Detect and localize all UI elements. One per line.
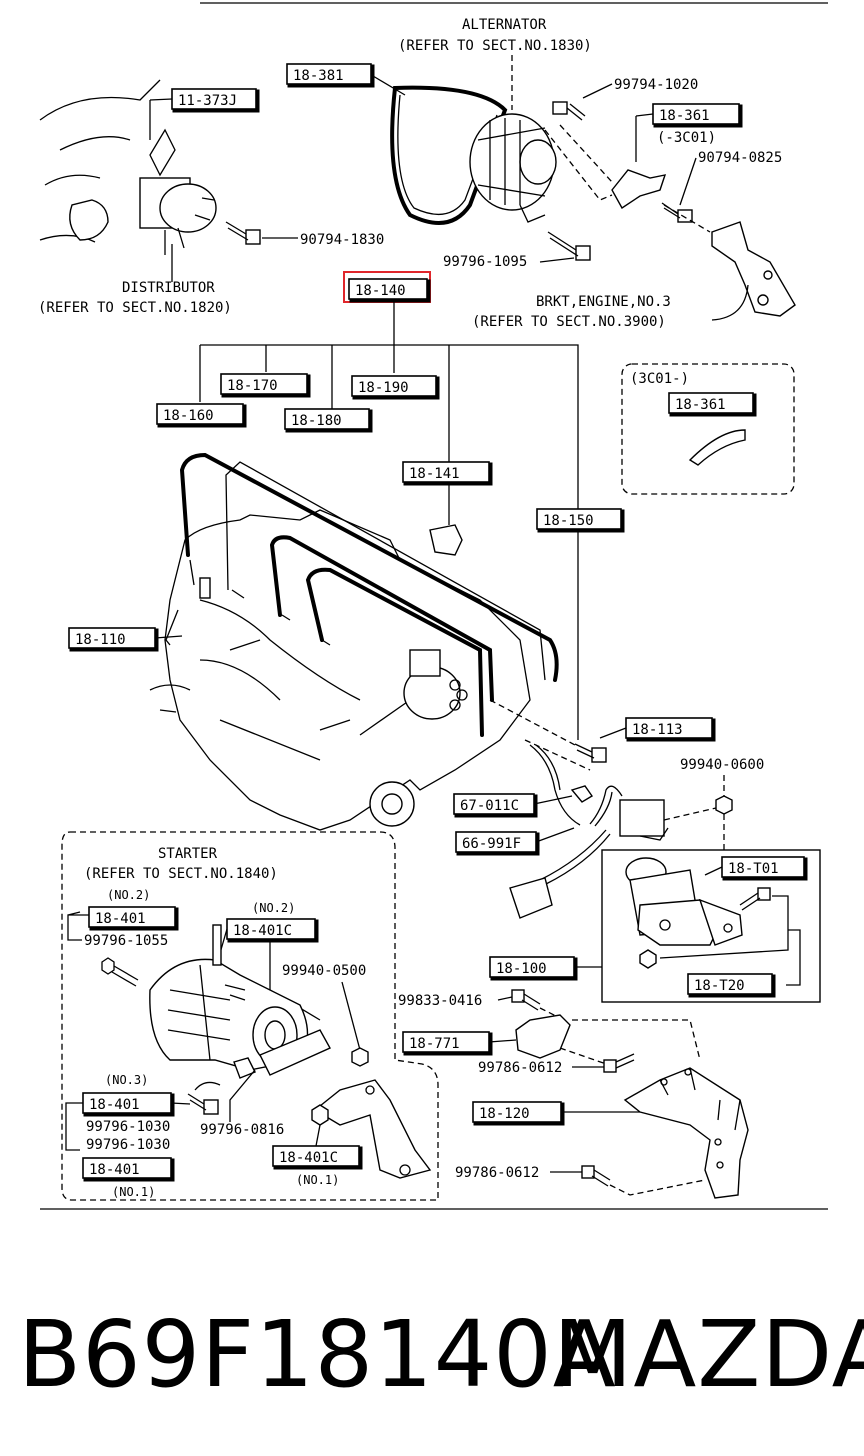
part-number-18-113: 18-113: [632, 722, 683, 738]
bolt-number-90794-1830: 90794-1830: [300, 232, 384, 248]
bolt-number-99796-1055: 99796-1055: [84, 933, 168, 949]
part-label-18-t20[interactable]: [687, 973, 773, 995]
bolt-99786-0612-upper: [603, 1053, 635, 1073]
footer-caption: B69F18140A MAZDA: [18, 1300, 864, 1410]
part-number-18-160: 18-160: [163, 408, 214, 424]
bracket-ref: (REFER TO SECT.NO.3900): [472, 314, 666, 330]
part-number-18-110: 18-110: [75, 632, 126, 648]
part-number-18-100: 18-100: [496, 961, 547, 977]
part-label-18-381[interactable]: [286, 63, 372, 85]
part-number-title: B69F18140A: [18, 1301, 617, 1408]
part-number-18-190: 18-190: [358, 380, 409, 396]
starter-ref: (REFER TO SECT.NO.1840): [84, 866, 278, 882]
part-number-18-141: 18-141: [409, 466, 460, 482]
bolt-99796-1095: [547, 231, 591, 261]
variant-belt-guide: [688, 429, 746, 466]
sensor-harness: [509, 744, 669, 919]
engine-bracket-no3: [711, 221, 796, 317]
nut-99940-0500: [351, 1047, 369, 1067]
distributor-caption: DISTRIBUTOR: [122, 280, 215, 296]
variant-note-minus-3c01: (-3C01): [657, 130, 716, 146]
nut-99940-0600: [715, 795, 733, 815]
ignition-coil-drawing: [625, 857, 743, 946]
bolt-number-99794-1020: 99794-1020: [614, 77, 698, 93]
position-note-no2-right: (NO.2): [252, 901, 295, 915]
part-number-18-401c-no1: 18-401C: [279, 1150, 338, 1166]
sensor-18-771: [515, 1014, 571, 1059]
lead-set-bracket: [200, 344, 579, 510]
bolt-number-99786-0612-upper: 99786-0612: [478, 1060, 562, 1076]
part-number-18-120: 18-120: [479, 1106, 530, 1122]
engine-block-drawing: [149, 509, 531, 831]
starter-motor-drawing: [101, 924, 331, 1122]
part-label-18-141[interactable]: [402, 461, 490, 483]
distributor-ref: (REFER TO SECT.NO.1820): [38, 300, 232, 316]
part-label-18-401-no2[interactable]: [88, 906, 176, 928]
bolt-number-99940-0500: 99940-0500: [282, 963, 366, 979]
bolt-99794-1020: [552, 101, 586, 121]
bolt-number-99796-1095: 99796-1095: [443, 254, 527, 270]
alternator-drawing: [390, 85, 557, 225]
part-number-18-t20: 18-T20: [694, 978, 745, 994]
part-label-18-170[interactable]: [220, 373, 308, 395]
bolt-90794-1830: [225, 221, 261, 245]
ignition-coil-group: [601, 849, 821, 1003]
part-number-66-991f: 66-991F: [462, 836, 521, 852]
bolt-99833-0416: [511, 989, 541, 1011]
ignition-leads: [179, 452, 559, 737]
coil-nut-lower: [639, 949, 657, 969]
coil-bolt-upper: [739, 887, 771, 911]
starter-caption: STARTER: [158, 846, 218, 862]
starter-group-outline: [61, 831, 439, 1201]
position-note-no2-left: (NO.2): [107, 888, 150, 902]
bolt-18-113: [574, 743, 607, 763]
part-number-18-381: 18-381: [293, 68, 344, 84]
brand-name: MAZDA: [553, 1301, 864, 1408]
part-label-18-140[interactable]: [348, 278, 428, 300]
bolt-number-99833-0416: 99833-0416: [398, 993, 482, 1009]
part-number-18-401-no2: 18-401: [95, 911, 146, 927]
position-note-no3: (NO.3): [105, 1073, 148, 1087]
adjuster-bracket: [611, 169, 667, 210]
part-number-18-140: 18-140: [355, 283, 406, 299]
bolt-number-99796-1030-upper: 99796-1030: [86, 1119, 170, 1135]
bolt-number-99940-0600: 99940-0600: [680, 757, 764, 773]
part-label-18-180[interactable]: [284, 408, 370, 430]
part-label-18-150[interactable]: [536, 508, 622, 530]
position-note-no1-left: (NO.1): [112, 1185, 155, 1199]
bolt-number-99786-0612-lower: 99786-0612: [455, 1165, 539, 1181]
part-number-18-771: 18-771: [409, 1036, 460, 1052]
part-number-11-373j: 11-373J: [178, 93, 237, 109]
part-number-18-401-no3: 18-401: [89, 1097, 140, 1113]
variant-box-caption: (3C01-): [630, 371, 689, 387]
part-label-18-160[interactable]: [156, 403, 244, 425]
bolt-number-90794-0825: 90794-0825: [698, 150, 782, 166]
part-number-18-170: 18-170: [227, 378, 278, 394]
part-number-18-401c-no2: 18-401C: [233, 923, 292, 939]
part-number-18-180: 18-180: [291, 413, 342, 429]
bolt-number-99796-1030-lower: 99796-1030: [86, 1137, 170, 1153]
bolt-99786-0612-lower: [581, 1165, 611, 1187]
variant-box-3c01: [621, 363, 795, 495]
part-number-18-361-upper: 18-361: [659, 108, 710, 124]
alternator-caption: ALTERNATOR: [462, 17, 547, 33]
part-number-18-401-no1: 18-401: [89, 1162, 140, 1178]
part-label-18-190[interactable]: [351, 375, 437, 397]
alternator-ref: (REFER TO SECT.NO.1830): [398, 38, 592, 54]
bolt-starter-lower: [187, 1093, 219, 1115]
distributor-drawing: [39, 79, 217, 255]
part-label-18-361-variant[interactable]: [668, 392, 754, 414]
bolt-number-99796-0816: 99796-0816: [200, 1122, 284, 1138]
lead-clip: [429, 524, 463, 556]
part-number-67-011c: 67-011C: [460, 798, 519, 814]
position-note-no1-right: (NO.1): [296, 1173, 339, 1187]
bracket-caption: BRKT,ENGINE,NO.3: [536, 294, 671, 310]
part-number-18-150: 18-150: [543, 513, 594, 529]
part-number-18-t01: 18-T01: [728, 861, 779, 877]
part-number-18-361-variant: 18-361: [675, 397, 726, 413]
part-label-18-401-no1[interactable]: [82, 1157, 172, 1179]
bracket-18-120: [623, 1067, 749, 1199]
starter-bracket-no1: [311, 1079, 432, 1179]
